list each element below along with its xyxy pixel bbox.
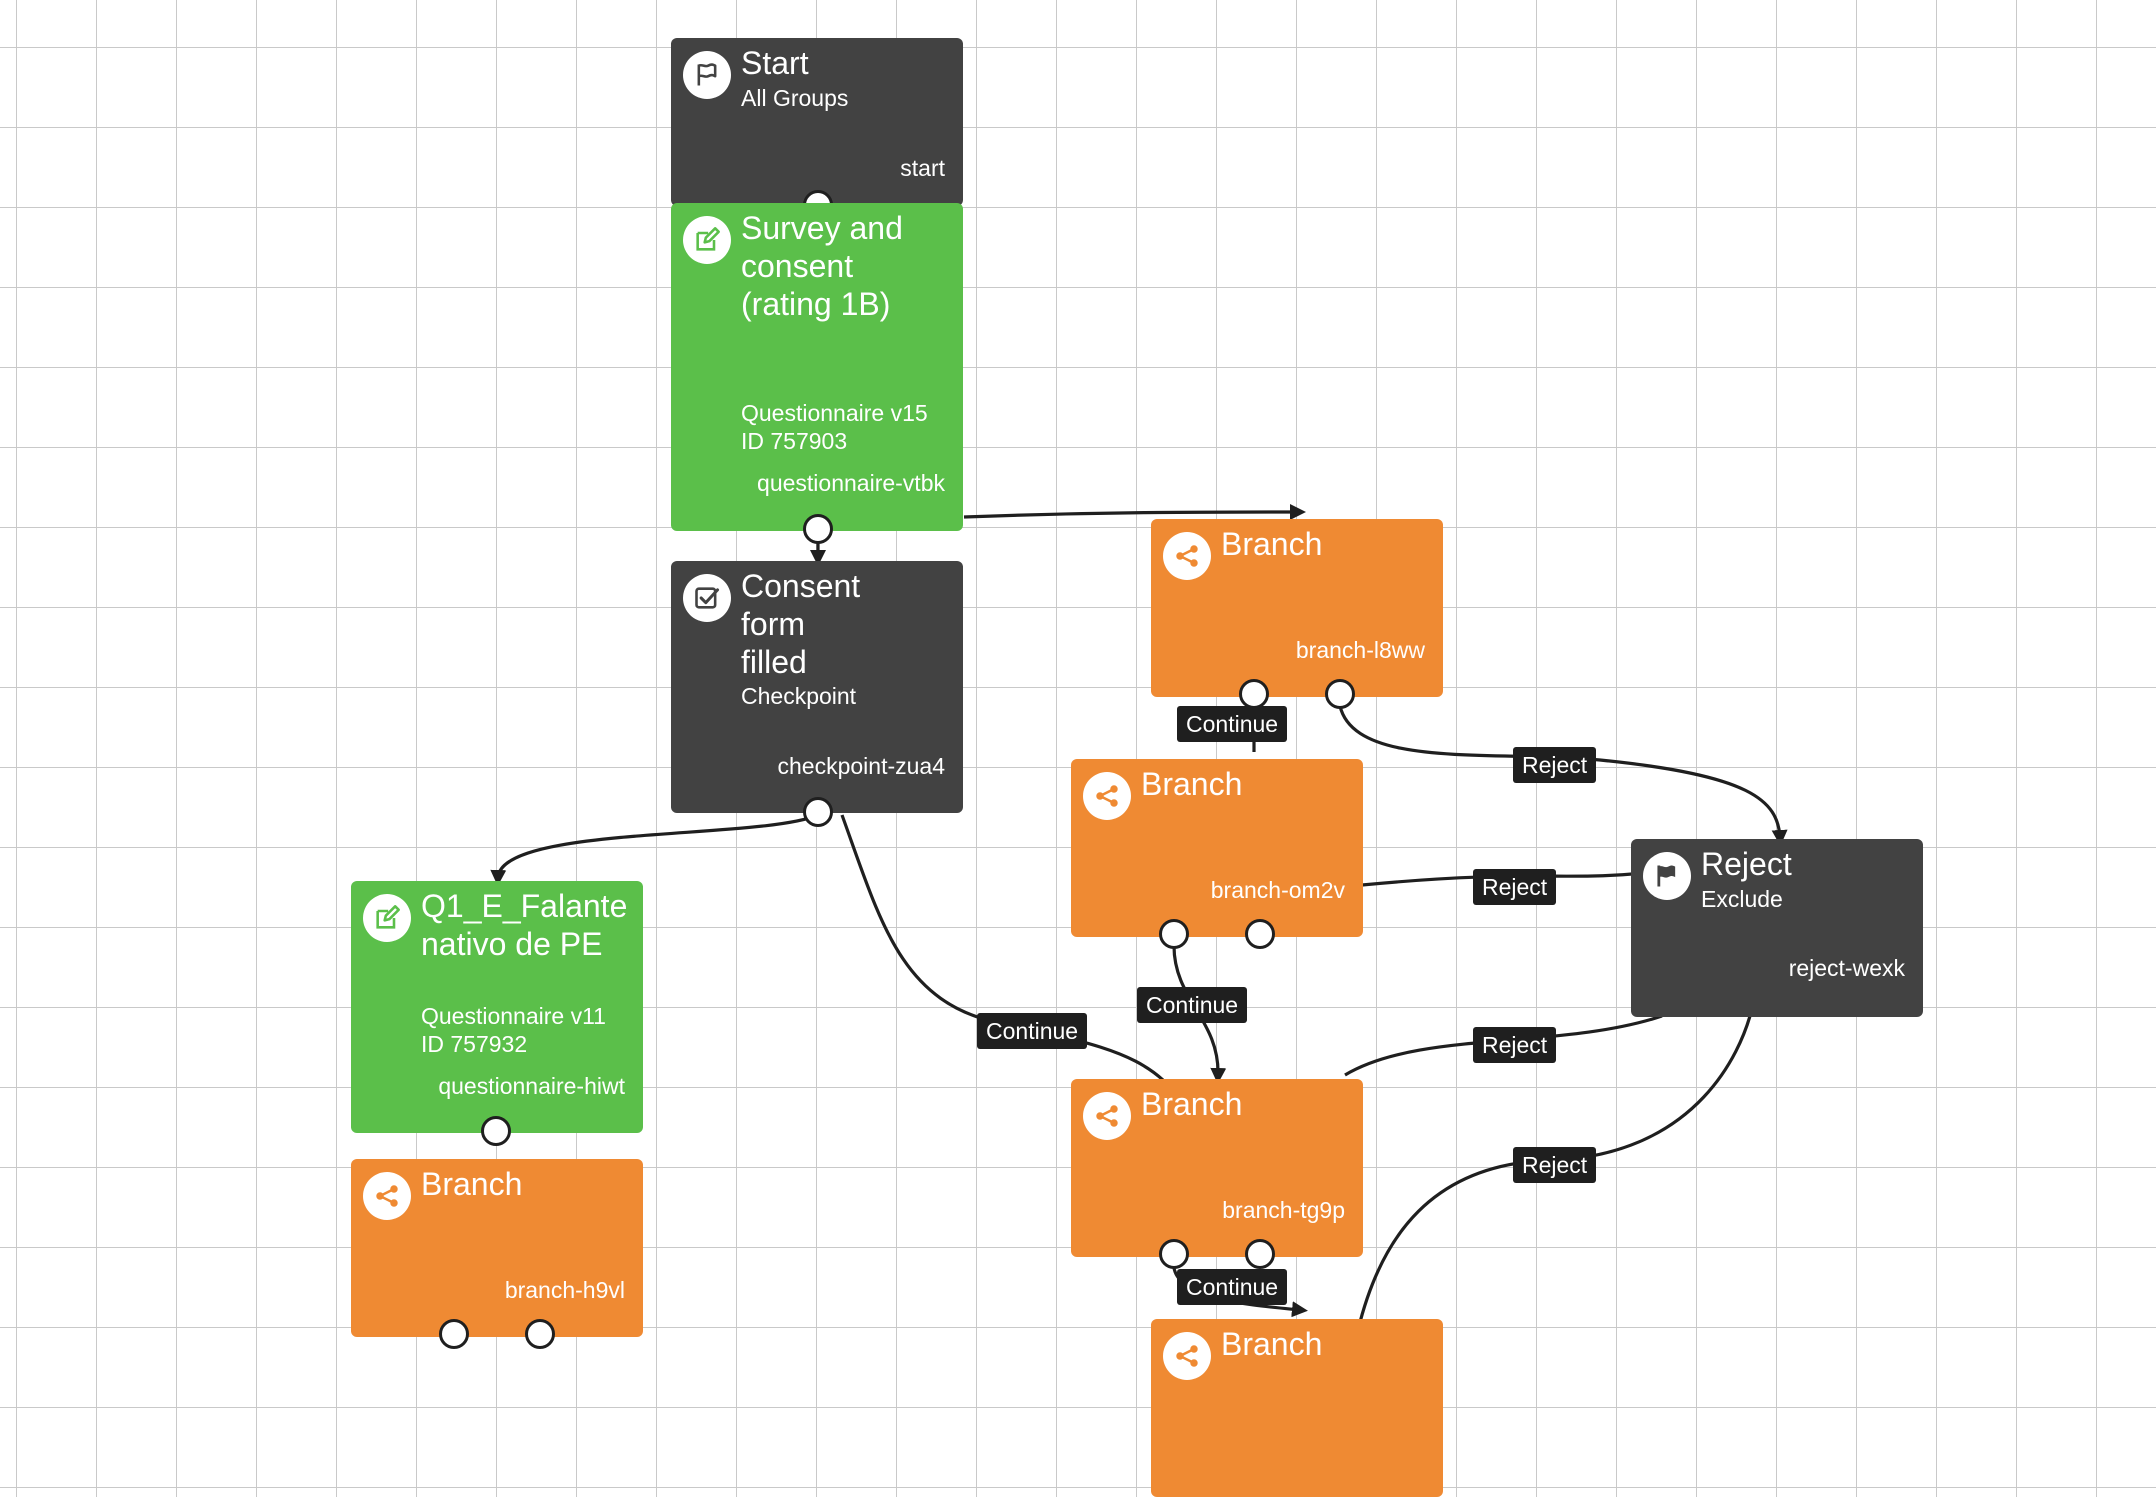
edge-label-continue[interactable]: Continue bbox=[977, 1013, 1088, 1049]
branch-h9vl-output-port-2[interactable] bbox=[525, 1319, 555, 1349]
flag-outline-icon bbox=[683, 51, 731, 99]
share-icon bbox=[363, 1172, 411, 1220]
node-subtitle: Questionnaire v11 bbox=[421, 1003, 606, 1029]
branch-om2v-output-port-2[interactable] bbox=[1245, 919, 1275, 949]
edge-label-continue[interactable]: Continue bbox=[1137, 987, 1248, 1023]
checkbox-icon bbox=[683, 574, 731, 622]
node-title: Branch bbox=[1141, 1086, 1243, 1122]
node-title: Branch bbox=[1141, 766, 1243, 802]
survey-node[interactable]: Survey and consent (rating 1B) Questionn… bbox=[671, 203, 963, 531]
node-subtitle: ID 757932 bbox=[421, 1031, 528, 1057]
branch-bottom-node[interactable]: Branch bbox=[1151, 1319, 1443, 1497]
branch-tg9p-node[interactable]: Branch branch-tg9p bbox=[1071, 1079, 1363, 1257]
edge-label-reject[interactable]: Reject bbox=[1513, 1147, 1597, 1183]
survey-output-port[interactable] bbox=[803, 514, 833, 544]
node-id: branch-h9vl bbox=[504, 1277, 625, 1303]
node-title: Consent form filled bbox=[741, 568, 861, 680]
node-id: start bbox=[900, 155, 945, 181]
node-title: Reject bbox=[1701, 846, 1792, 882]
share-icon bbox=[1083, 1092, 1131, 1140]
node-subtitle: Checkpoint bbox=[741, 683, 857, 709]
branch-l8ww-output-port-2[interactable] bbox=[1325, 679, 1355, 709]
q1-output-port[interactable] bbox=[481, 1116, 511, 1146]
share-icon bbox=[1163, 1332, 1211, 1380]
branch-om2v-output-port-1[interactable] bbox=[1159, 919, 1189, 949]
consent-checkpoint-node[interactable]: Consent form filled Checkpoint checkpoin… bbox=[671, 561, 963, 813]
node-id: questionnaire-vtbk bbox=[757, 470, 945, 496]
q1-questionnaire-node[interactable]: Q1_E_Falante nativo de PE Questionnaire … bbox=[351, 881, 643, 1133]
node-subtitle: Questionnaire v15 bbox=[741, 400, 928, 426]
node-title: Branch bbox=[1221, 1326, 1323, 1362]
node-subtitle: Exclude bbox=[1701, 886, 1783, 912]
node-id: branch-tg9p bbox=[1222, 1197, 1345, 1223]
node-id: reject-wexk bbox=[1788, 955, 1905, 981]
edge-consent-q1[interactable] bbox=[490, 813, 819, 886]
branch-om2v-node[interactable]: Branch branch-om2v bbox=[1071, 759, 1363, 937]
edge-label-reject[interactable]: Reject bbox=[1473, 869, 1557, 905]
edit-icon bbox=[683, 216, 731, 264]
edit-icon bbox=[363, 894, 411, 942]
branch-l8ww-node[interactable]: Branch branch-l8ww bbox=[1151, 519, 1443, 697]
branch-tg9p-output-port-2[interactable] bbox=[1245, 1239, 1275, 1269]
branch-h9vl-node[interactable]: Branch branch-h9vl bbox=[351, 1159, 643, 1337]
node-id: branch-l8ww bbox=[1295, 637, 1425, 663]
start-node[interactable]: Start All Groups start bbox=[671, 38, 963, 206]
edge-label-continue[interactable]: Continue bbox=[1177, 706, 1288, 742]
flag-filled-icon bbox=[1643, 852, 1691, 900]
consent-output-port[interactable] bbox=[803, 797, 833, 827]
branch-tg9p-output-port-1[interactable] bbox=[1159, 1239, 1189, 1269]
edge-survey-branch-l8ww[interactable] bbox=[963, 504, 1306, 521]
node-subtitle: ID 757903 bbox=[741, 428, 848, 454]
edge-label-reject[interactable]: Reject bbox=[1473, 1027, 1557, 1063]
edge-label-reject[interactable]: Reject bbox=[1513, 747, 1597, 783]
node-id: branch-om2v bbox=[1210, 877, 1345, 903]
share-icon bbox=[1083, 772, 1131, 820]
node-id: questionnaire-hiwt bbox=[438, 1073, 625, 1099]
node-title: Survey and consent (rating 1B) bbox=[741, 210, 903, 322]
node-title: Start bbox=[741, 45, 809, 81]
node-title: Q1_E_Falante nativo de PE bbox=[421, 888, 628, 962]
branch-l8ww-output-port-1[interactable] bbox=[1239, 679, 1269, 709]
edge-l8ww-reject[interactable] bbox=[1338, 705, 1788, 846]
edge-label-continue[interactable]: Continue bbox=[1177, 1269, 1288, 1305]
branch-h9vl-output-port-1[interactable] bbox=[439, 1319, 469, 1349]
node-id: checkpoint-zua4 bbox=[777, 753, 946, 779]
node-title: Branch bbox=[1221, 526, 1323, 562]
node-subtitle: All Groups bbox=[741, 85, 849, 111]
node-title: Branch bbox=[421, 1166, 523, 1202]
share-icon bbox=[1163, 532, 1211, 580]
reject-node[interactable]: Reject Exclude reject-wexk bbox=[1631, 839, 1923, 1017]
